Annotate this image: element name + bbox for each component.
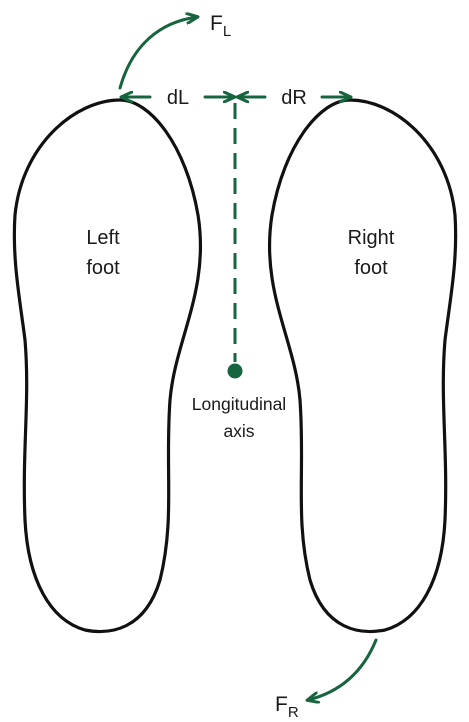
right-foot-label-line1: Right [348,227,395,249]
axis-label-line2: axis [223,421,254,441]
distance-left-label: dL [167,87,189,109]
left-foot-outline [14,100,200,632]
force-left-label: FL [210,12,231,40]
axis-label-line1: Longitudinal [192,394,286,414]
axis-point-icon [228,364,243,379]
force-left-arrow [120,17,197,88]
left-foot-label-line1: Left [86,227,120,249]
distance-right-label: dR [281,87,307,109]
force-right-subscript: R [288,704,299,721]
force-right-main: F [275,693,288,716]
right-foot-outline [270,100,456,632]
force-right-arrow [308,640,376,700]
force-left-subscript: L [223,23,231,40]
force-left-main: F [210,12,223,35]
right-foot-label-line2: foot [354,257,388,279]
force-right-label: FR [275,693,299,721]
left-foot-label-line2: foot [86,257,120,279]
